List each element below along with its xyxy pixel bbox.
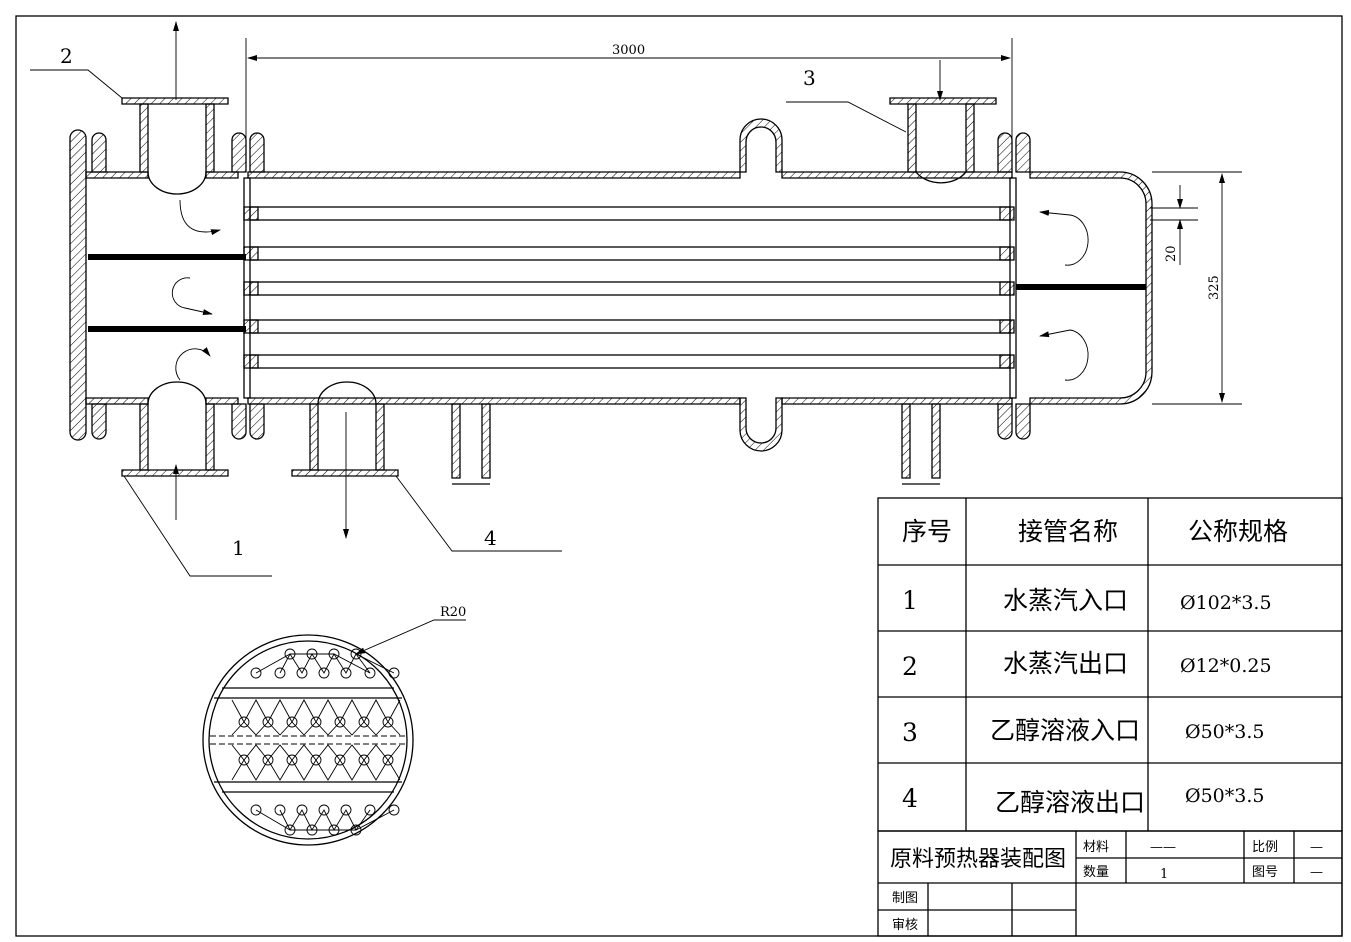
table-row-no: 1 xyxy=(902,586,918,615)
table-row-name: 水蒸汽入口 xyxy=(1003,586,1128,615)
drawing-title: 原料预热器装配图 xyxy=(890,847,1066,872)
table-row-spec: Ø12*0.25 xyxy=(1180,655,1272,677)
dimension-length: 3000 xyxy=(245,38,1013,168)
table-header-name: 接管名称 xyxy=(1018,517,1118,546)
material-label: 材料 xyxy=(1083,840,1109,855)
dimension-gap: 20 xyxy=(1150,185,1198,265)
svg-text:3: 3 xyxy=(803,66,816,90)
table-header-no: 序号 xyxy=(902,517,952,546)
left-channel xyxy=(69,129,265,441)
table-row-spec: Ø102*3.5 xyxy=(1180,592,1272,614)
dimension-diameter: 325 xyxy=(1152,171,1242,405)
dimension-diameter-text: 325 xyxy=(1207,275,1222,300)
nozzle-1 xyxy=(121,381,229,477)
support-left xyxy=(451,403,491,485)
title-block: 原料预热器装配图 材料 —— 数量 1 比例 — 图号 — 制图 审核 xyxy=(877,830,1343,937)
tube-sheet-section-view: R20 xyxy=(202,605,466,846)
nozzle-table: 序号 接管名称 公称规格 1 水蒸汽入口 Ø102*3.5 2 水蒸汽出口 Ø1… xyxy=(877,497,1343,832)
callout-1: 1 xyxy=(123,475,272,577)
table-header-spec: 公称规格 xyxy=(1188,517,1288,546)
table-row-name: 乙醇溶液出口 xyxy=(995,788,1145,817)
callout-4: 4 xyxy=(395,475,562,552)
dimension-gap-text: 20 xyxy=(1164,245,1179,262)
table-row-name: 水蒸汽出口 xyxy=(1003,649,1128,678)
drawing-no-value: — xyxy=(1310,865,1323,880)
table-row-spec: Ø50*3.5 xyxy=(1185,785,1264,807)
table-row-name: 乙醇溶液入口 xyxy=(990,716,1140,745)
shell xyxy=(247,118,1013,452)
quantity-value: 1 xyxy=(1160,867,1168,882)
svg-text:1: 1 xyxy=(232,536,245,560)
drawing-border xyxy=(15,15,1343,937)
svg-text:4: 4 xyxy=(484,526,497,550)
material-value: —— xyxy=(1150,840,1176,855)
drawing-no-label: 图号 xyxy=(1252,865,1278,880)
svg-text:2: 2 xyxy=(60,44,73,68)
support-right xyxy=(901,403,941,485)
table-row-no: 4 xyxy=(902,784,918,813)
nozzle-4 xyxy=(291,381,399,477)
table-row-spec: Ø50*3.5 xyxy=(1185,721,1264,743)
right-channel xyxy=(997,132,1153,440)
nozzle-3 xyxy=(889,97,997,184)
callout-3: 3 xyxy=(786,66,907,133)
scale-value: — xyxy=(1310,840,1323,855)
scale-label: 比例 xyxy=(1252,840,1278,855)
callout-2: 2 xyxy=(30,44,123,99)
quantity-label: 数量 xyxy=(1083,865,1109,880)
flow-arrows xyxy=(171,21,1089,539)
table-row-no: 3 xyxy=(902,718,918,747)
dimension-length-text: 3000 xyxy=(612,43,645,58)
table-row-no: 2 xyxy=(902,652,918,681)
nozzle-2 xyxy=(121,97,229,195)
drawn-by-label: 制图 xyxy=(892,891,918,906)
tube-bundle xyxy=(243,206,1015,369)
fillet-radius-text: R20 xyxy=(440,605,466,620)
checked-by-label: 审核 xyxy=(892,918,918,933)
